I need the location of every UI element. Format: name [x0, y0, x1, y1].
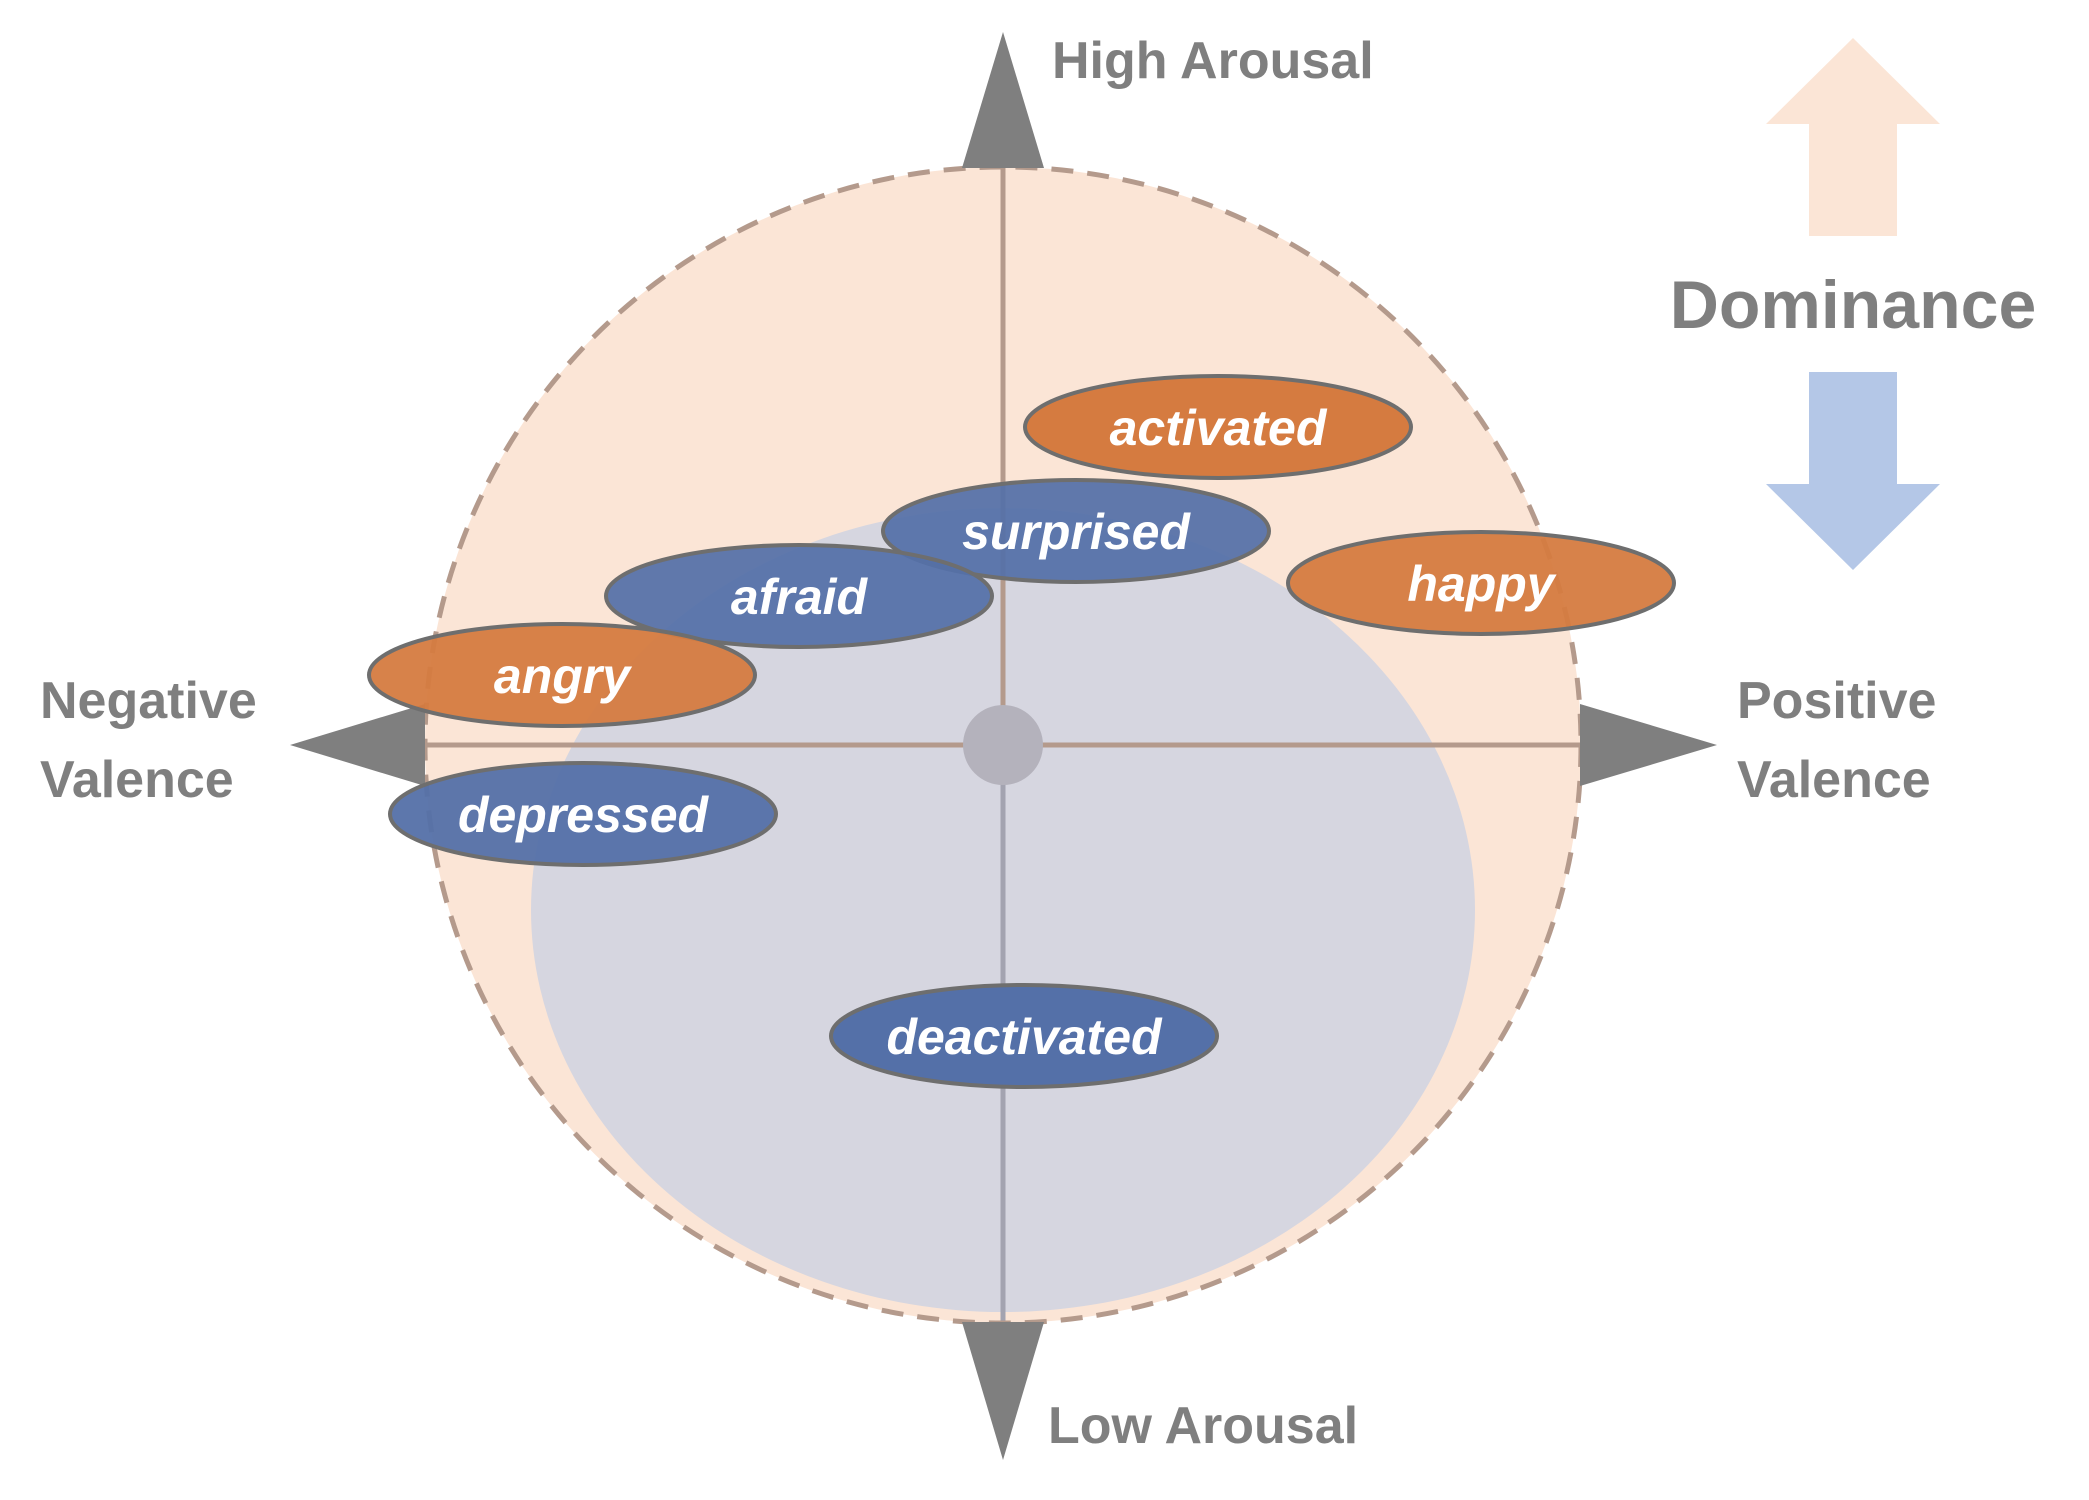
dominance-label: Dominance — [1670, 267, 2037, 343]
emotion-label: angry — [494, 648, 632, 704]
negative-valence-label-line2: Valence — [40, 751, 234, 809]
origin-dot — [963, 705, 1043, 785]
emotion-surprised: surprised — [881, 478, 1271, 584]
positive-valence-label-line1: Positive — [1737, 672, 1936, 730]
emotion-label: afraid — [731, 569, 869, 625]
negative-valence-label-line1: Negative — [40, 672, 257, 730]
arrow-right-icon — [1580, 704, 1717, 786]
emotion-happy: happy — [1286, 530, 1676, 636]
dominance-down-arrow-icon — [1766, 372, 1940, 570]
emotion-angry: angry — [367, 622, 757, 728]
emotion-activated: activated — [1023, 374, 1413, 480]
arrow-left-icon — [290, 704, 425, 786]
dominance-up-arrow-icon — [1766, 38, 1940, 236]
emotion-label: activated — [1110, 400, 1328, 456]
emotion-deactivated: deactivated — [829, 983, 1219, 1089]
arrow-down-icon — [962, 1322, 1044, 1460]
high-arousal-label: High Arousal — [1052, 32, 1374, 90]
emotion-afraid: afraid — [604, 543, 994, 649]
emotion-label: surprised — [962, 504, 1191, 560]
emotion-label: happy — [1407, 556, 1556, 612]
emotion-depressed: depressed — [388, 761, 778, 867]
positive-valence-label-line2: Valence — [1737, 751, 1931, 809]
emotion-label: depressed — [458, 787, 710, 843]
arrow-up-icon — [962, 32, 1044, 168]
low-arousal-label: Low Arousal — [1048, 1397, 1358, 1455]
emotion-label: deactivated — [886, 1009, 1163, 1065]
